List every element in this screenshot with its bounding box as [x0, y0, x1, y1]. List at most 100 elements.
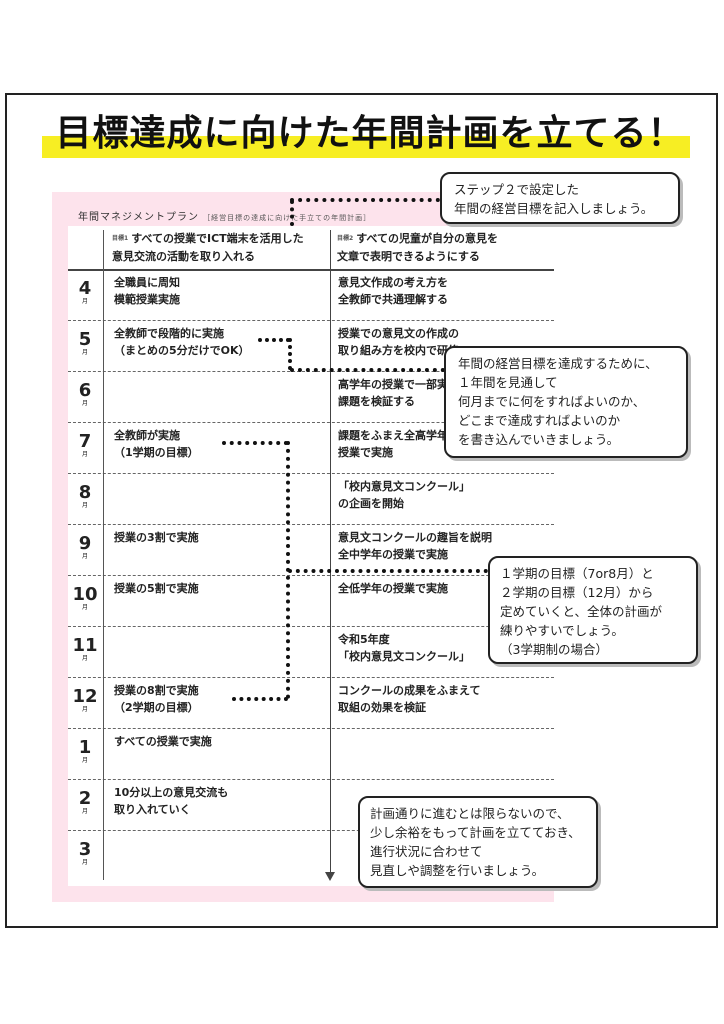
month-value: 5: [78, 329, 92, 350]
month-unit: 月: [81, 706, 88, 713]
goal-2-plan-cell: 令和5年度 「校内意見文コンクール」: [338, 633, 470, 663]
row-divider: [68, 677, 554, 678]
row-divider: [68, 473, 554, 474]
timeline-arrow-head: [325, 872, 335, 881]
plan-label: 年間マネジメントプラン ［経営目標の達成に向けた手立ての年間計画］: [78, 208, 371, 223]
page-title: 目標達成に向けた年間計画を立てる！: [55, 113, 685, 154]
month-unit: 月: [81, 553, 88, 560]
connector-may: [258, 338, 290, 342]
month-unit: 月: [81, 604, 88, 611]
month-unit: 月: [81, 757, 88, 764]
callout-term-goals: １学期の目標（7or8月）と ２学期の目標（12月）から 定めていくと、全体の計…: [488, 556, 698, 664]
month-unit: 月: [81, 808, 88, 815]
goal-2-plan-cell: 全低学年の授業で実施: [338, 582, 448, 595]
timeline-arrow: [330, 230, 331, 878]
header-divider: [68, 269, 554, 271]
goal-2-plan-cell: 「校内意見文コンクール」 の企画を開始: [338, 480, 470, 510]
month-value: 11: [72, 635, 98, 656]
month-unit: 月: [81, 502, 88, 509]
month-value: 2: [78, 788, 92, 809]
row-divider: [68, 422, 554, 423]
month-unit: 月: [81, 298, 88, 305]
month-value: 10: [72, 584, 98, 605]
row-divider: [68, 524, 554, 525]
month-value: 12: [72, 686, 98, 707]
connector-yearly: [290, 368, 445, 372]
goal-1-plan-cell: 10分以上の意見交流も 取り入れていく: [114, 786, 229, 816]
connector-step2-v: [290, 200, 294, 226]
plan-subtitle: ［経営目標の達成に向けた手立ての年間計画］: [203, 214, 372, 222]
month-unit: 月: [81, 349, 88, 356]
header-goal-1-text: すべての授業でICT端末を活用した 意見交流の活動を取り入れる: [112, 232, 304, 263]
goal-2-plan-cell: 授業での意見文の作成の 取り組み方を校内で研修: [338, 327, 459, 357]
goal-1-plan-cell: 全職員に周知 模範授業実施: [114, 276, 180, 306]
goal-tag-1: 目標1: [112, 235, 129, 242]
month-value: 3: [78, 839, 92, 860]
month-unit: 月: [81, 400, 88, 407]
plan-sheet: [68, 226, 554, 886]
month-value: 9: [78, 533, 92, 554]
goal-1-plan-cell: 授業の8割で実施 （2学期の目標）: [114, 684, 199, 714]
row-divider: [68, 320, 554, 321]
month-unit: 月: [81, 859, 88, 866]
goal-1-plan-cell: 授業の3割で実施: [114, 531, 199, 544]
goal-2-plan-cell: 意見文作成の考え方を 全教師で共通理解する: [338, 276, 448, 306]
row-divider: [68, 779, 554, 780]
page-frame: [5, 93, 718, 928]
connector-step2-h: [290, 198, 440, 202]
callout-step2: ステップ２で設定した 年間の経営目標を記入しましょう。: [440, 172, 680, 224]
goal-2-plan-cell: 高学年の授業で一部実施し 課題を検証する: [338, 378, 470, 408]
goal-1-plan-cell: 全教師で段階的に実施 （まとめの5分だけでOK）: [114, 327, 250, 357]
column-divider-left: [103, 230, 104, 880]
row-divider: [68, 575, 554, 576]
goal-1-plan-cell: 全教師が実施 （1学期の目標）: [114, 429, 199, 459]
connector-dec: [232, 697, 288, 701]
connector-may-v: [288, 338, 292, 370]
title-highlight: [42, 136, 690, 158]
month-value: 8: [78, 482, 92, 503]
goal-1-plan-cell: 授業の5割で実施: [114, 582, 199, 595]
goal-tag-2: 目標2: [337, 235, 354, 242]
month-unit: 月: [81, 655, 88, 662]
row-divider: [68, 728, 554, 729]
goal-2-plan-cell: 課題をふまえ全高学年の 授業で実施: [338, 429, 459, 459]
callout-yearly-plan: 年間の経営目標を達成するために、 １年間を見通して 何月までに何をすればよいのか…: [444, 346, 688, 458]
goal-2-plan-cell: コンクールの成果をふまえて 取組の効果を検証: [338, 684, 481, 714]
connector-july: [222, 441, 288, 445]
month-value: 1: [78, 737, 92, 758]
goal-2-plan-cell: 意見文コンクールの趣旨を説明 全中学年の授業で実施: [338, 531, 492, 561]
callout-flexibility: 計画通りに進むとは限らないので、 少し余裕をもって計画を立てておき、 進行状況に…: [358, 796, 598, 888]
goal-1-plan-cell: すべての授業で実施: [114, 735, 212, 748]
connector-term: [288, 569, 488, 573]
month-value: 4: [78, 278, 92, 299]
row-divider: [68, 626, 554, 627]
row-divider: [68, 830, 554, 831]
month-value: 6: [78, 380, 92, 401]
month-value: 7: [78, 431, 92, 452]
month-unit: 月: [81, 451, 88, 458]
